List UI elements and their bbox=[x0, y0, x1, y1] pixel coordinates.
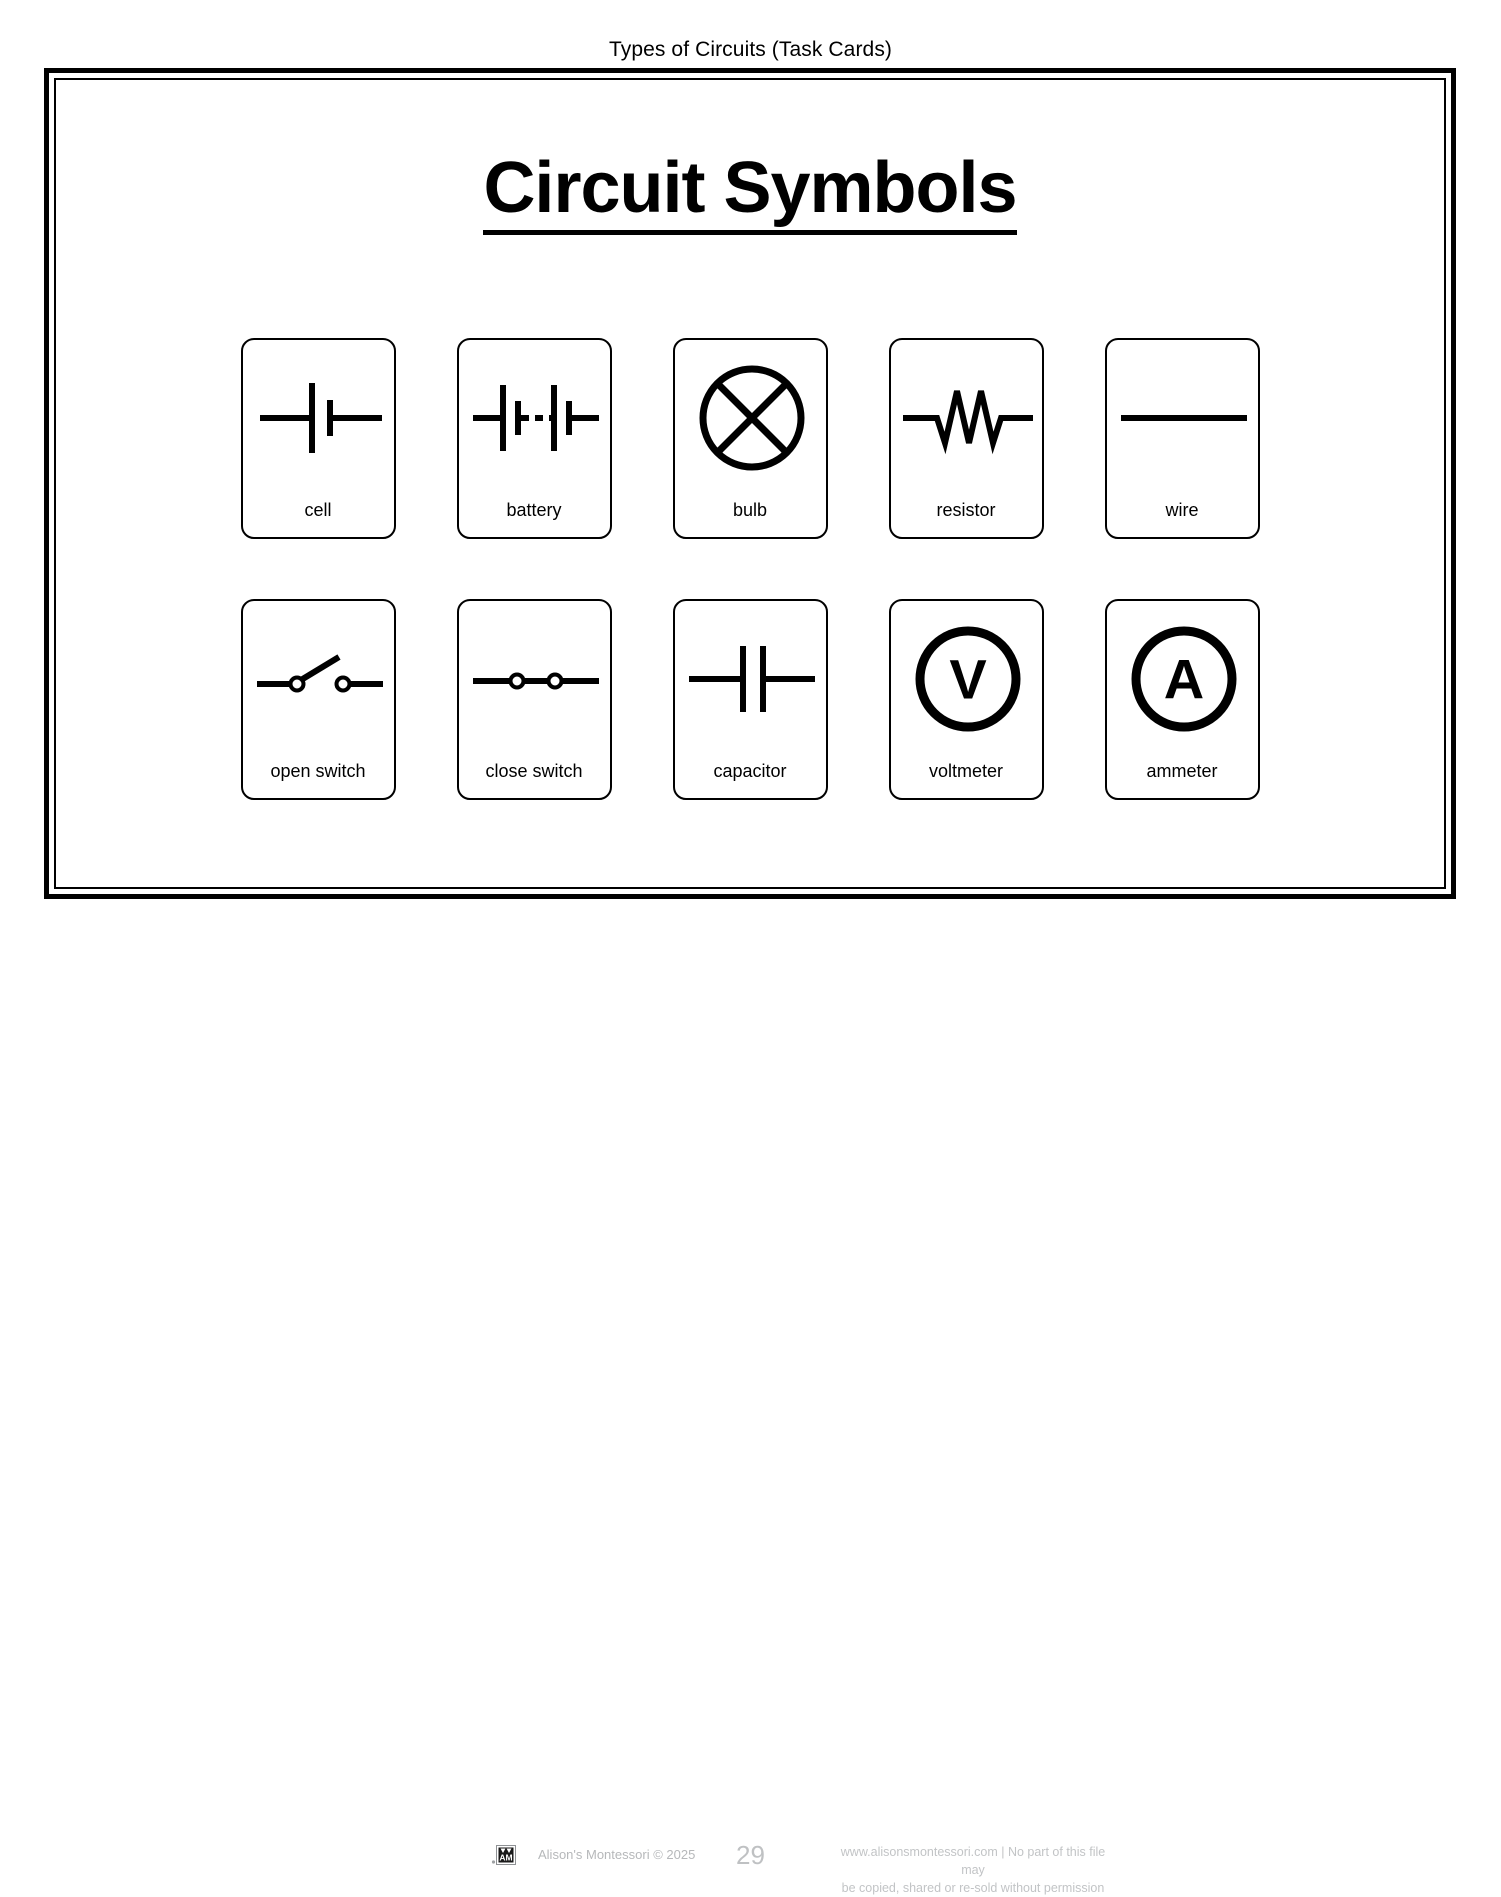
worksheet-body: Circuit Symbols bbox=[56, 80, 1444, 887]
footer-terms: www.alisonsmontessori.com | No part of t… bbox=[838, 1843, 1108, 1897]
capacitor-symbol bbox=[675, 601, 830, 756]
card-label: voltmeter bbox=[928, 761, 1004, 781]
card-label: resistor bbox=[936, 500, 996, 520]
card-label: wire bbox=[1165, 500, 1199, 520]
footer-terms-line-2: be copied, shared or re-sold without per… bbox=[841, 1881, 1105, 1896]
battery-symbol bbox=[459, 340, 614, 495]
symbol-card-open-switch[interactable]: open switch bbox=[240, 599, 398, 800]
symbol-card-battery[interactable]: battery bbox=[456, 338, 614, 539]
card-label: battery bbox=[506, 500, 562, 520]
card-label: capacitor bbox=[713, 761, 787, 781]
symbol-card-grid: cell bbox=[56, 338, 1444, 800]
symbol-card-ammeter[interactable]: A ammeter bbox=[1104, 599, 1262, 800]
page-frame-inner: Circuit Symbols bbox=[54, 78, 1446, 889]
page-footer: AM Alison's Montessori © 2025 29 www.ali… bbox=[0, 915, 1501, 1895]
footer-terms-line-1: www.alisonsmontessori.com | No part of t… bbox=[840, 1845, 1106, 1878]
symbol-card-resistor[interactable]: resistor bbox=[888, 338, 1046, 539]
card-label: open switch bbox=[270, 761, 366, 781]
symbol-card-cell[interactable]: cell bbox=[240, 338, 398, 539]
ammeter-glyph: A bbox=[1164, 647, 1204, 710]
symbol-card-voltmeter[interactable]: V voltmeter bbox=[888, 599, 1046, 800]
cell-symbol bbox=[243, 340, 398, 495]
card-label: close switch bbox=[485, 761, 583, 781]
open-switch-symbol bbox=[243, 601, 398, 756]
bulb-symbol bbox=[675, 340, 830, 495]
page-title: Circuit Symbols bbox=[56, 152, 1444, 235]
symbol-card-wire[interactable]: wire bbox=[1104, 338, 1262, 539]
wire-symbol bbox=[1107, 340, 1262, 495]
card-label: ammeter bbox=[1146, 761, 1218, 781]
voltmeter-symbol: V bbox=[891, 601, 1046, 756]
card-label: bulb bbox=[732, 500, 768, 520]
ammeter-symbol: A bbox=[1107, 601, 1262, 756]
symbol-card-capacitor[interactable]: capacitor bbox=[672, 599, 830, 800]
card-row-2: open switch close switch bbox=[240, 599, 1262, 800]
card-label: cell bbox=[304, 500, 332, 520]
page-frame-outer: Circuit Symbols bbox=[44, 68, 1456, 899]
page-title-text: Circuit Symbols bbox=[483, 152, 1018, 235]
close-switch-symbol bbox=[459, 601, 614, 756]
resistor-symbol bbox=[891, 340, 1046, 495]
symbol-card-close-switch[interactable]: close switch bbox=[456, 599, 614, 800]
running-head: Types of Circuits (Task Cards) bbox=[608, 38, 893, 61]
card-row-1: cell bbox=[240, 338, 1262, 539]
page-number: 29 bbox=[736, 1840, 765, 1870]
voltmeter-glyph: V bbox=[949, 647, 986, 710]
symbol-card-bulb[interactable]: bulb bbox=[672, 338, 830, 539]
